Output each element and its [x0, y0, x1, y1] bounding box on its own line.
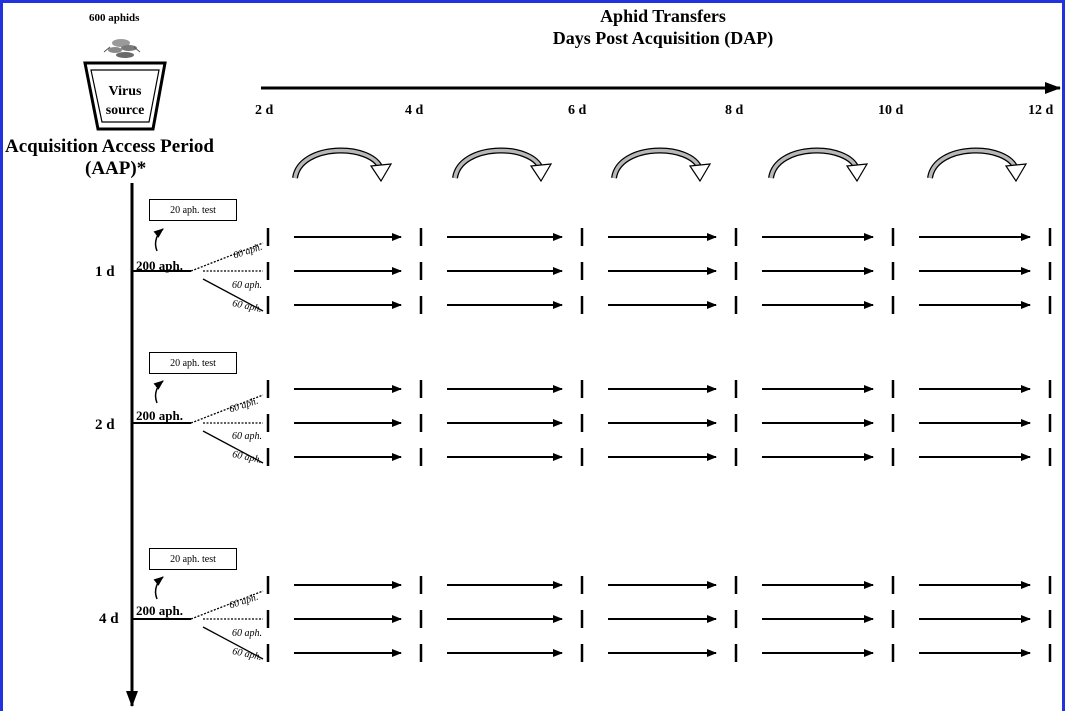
aap-title: Acquisition Access Period — [5, 136, 214, 157]
test-box-4d: 20 aph. test — [149, 548, 237, 570]
test-arrow-0 — [153, 228, 164, 252]
split-line-upper-2 — [190, 590, 264, 620]
split-line-lower-1 — [202, 430, 264, 464]
dap-tick-2: 6 d — [568, 103, 587, 118]
header-title: Aphid Transfers — [600, 6, 726, 26]
curved-transfer-arrow-icon-2 — [611, 147, 712, 183]
arc-fill-0 — [293, 148, 383, 179]
aap-day-2d: 2 d — [95, 417, 115, 433]
split-line-lower-2 — [202, 626, 264, 660]
aphid-cluster-icon — [103, 39, 141, 58]
arc-fill-3 — [769, 148, 859, 179]
dap-tick-1: 4 d — [405, 103, 424, 118]
groups-layer — [132, 228, 1052, 662]
arc-head-4 — [1004, 163, 1028, 183]
curved-transfer-arrow-icon-1 — [452, 147, 553, 183]
arc-fill-2 — [612, 148, 702, 179]
arc-head-2 — [688, 163, 712, 183]
transfer-arcs — [292, 147, 1028, 183]
group-2 — [132, 576, 1052, 662]
diagram-svg — [83, 39, 1061, 707]
split-line-upper-1 — [190, 394, 264, 424]
test-arrow-1 — [153, 380, 164, 404]
test-arrow-2 — [153, 576, 164, 600]
pot-icon — [83, 61, 167, 131]
split-label-4d-b: 60 aph. — [232, 628, 262, 639]
test-box-1d: 20 aph. test — [149, 199, 237, 221]
arc-fill-4 — [928, 148, 1018, 179]
arc-fill-1 — [453, 148, 543, 179]
aphid-count-label: 600 aphids — [89, 12, 140, 24]
aap-day-1d: 1 d — [95, 264, 115, 280]
header-subtitle: Days Post Acquisition (DAP) — [552, 28, 774, 48]
aphids-200-4d: 200 aph. — [136, 603, 183, 618]
group-0 — [132, 228, 1052, 314]
curved-transfer-arrow-icon-3 — [768, 147, 869, 183]
arc-head-3 — [845, 163, 869, 183]
curved-transfer-arrow-icon-4 — [927, 147, 1028, 183]
split-line-lower-0 — [202, 278, 264, 312]
aphids-200-1d: 200 aph. — [136, 258, 183, 273]
dap-tick-0: 2 d — [255, 103, 274, 118]
aap-day-4d: 4 d — [99, 611, 119, 627]
aphids-200-2d: 200 aph. — [136, 408, 183, 423]
curved-transfer-arrow-icon-0 — [292, 147, 393, 183]
arc-head-0 — [369, 163, 393, 183]
split-line-upper-0 — [190, 242, 264, 272]
group-1 — [132, 380, 1052, 466]
split-label-1d-b: 60 aph. — [232, 280, 262, 291]
arc-head-1 — [529, 163, 553, 183]
dap-tick-4: 10 d — [878, 103, 904, 118]
split-label-2d-b: 60 aph. — [232, 431, 262, 442]
aap-subtitle: (AAP)* — [85, 158, 147, 179]
source-label-line1: Virus — [108, 84, 142, 99]
dap-tick-5: 12 d — [1028, 103, 1054, 118]
source-label-line2: source — [105, 103, 145, 118]
dap-tick-3: 8 d — [725, 103, 744, 118]
test-box-2d: 20 aph. test — [149, 352, 237, 374]
